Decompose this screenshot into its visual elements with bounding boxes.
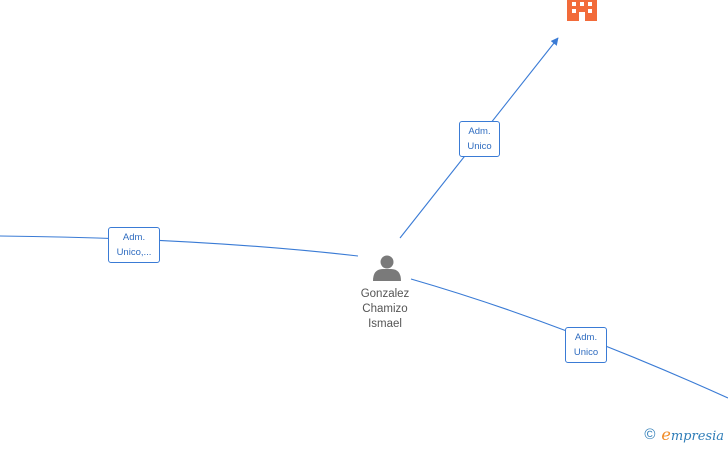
person-name[interactable]: Gonzalez Chamizo Ismael xyxy=(345,287,425,332)
person-name-line: Chamizo xyxy=(362,303,408,315)
edge-label-line: Adm. xyxy=(468,126,491,137)
edge-line-left xyxy=(0,235,359,257)
brand-logo[interactable]: empresia xyxy=(661,425,724,444)
edge-label-line: Adm. xyxy=(122,232,146,243)
edge-line-lower-right xyxy=(410,278,728,399)
edge-label-line: Adm. xyxy=(574,332,598,343)
edge-label-company[interactable]: Adm. Unico xyxy=(459,121,500,157)
person-name-line: Ismael xyxy=(368,318,402,330)
edge-label-line: Unico,... xyxy=(116,247,152,258)
edge-label-lower-right[interactable]: Adm. Unico xyxy=(565,327,607,363)
edge-label-line: Unico xyxy=(467,141,492,152)
copyright-icon: © xyxy=(644,426,656,443)
brand-initial: e xyxy=(661,425,671,444)
edge-label-left[interactable]: Adm. Unico,... xyxy=(108,227,160,263)
brand-name: mpresia xyxy=(670,429,724,444)
person-name-line: Gonzalez xyxy=(360,288,410,300)
footer-brand: © empresia xyxy=(644,425,724,444)
person-icon[interactable] xyxy=(373,255,401,282)
building-icon[interactable] xyxy=(567,0,597,21)
edge-label-line: Unico xyxy=(573,347,599,358)
